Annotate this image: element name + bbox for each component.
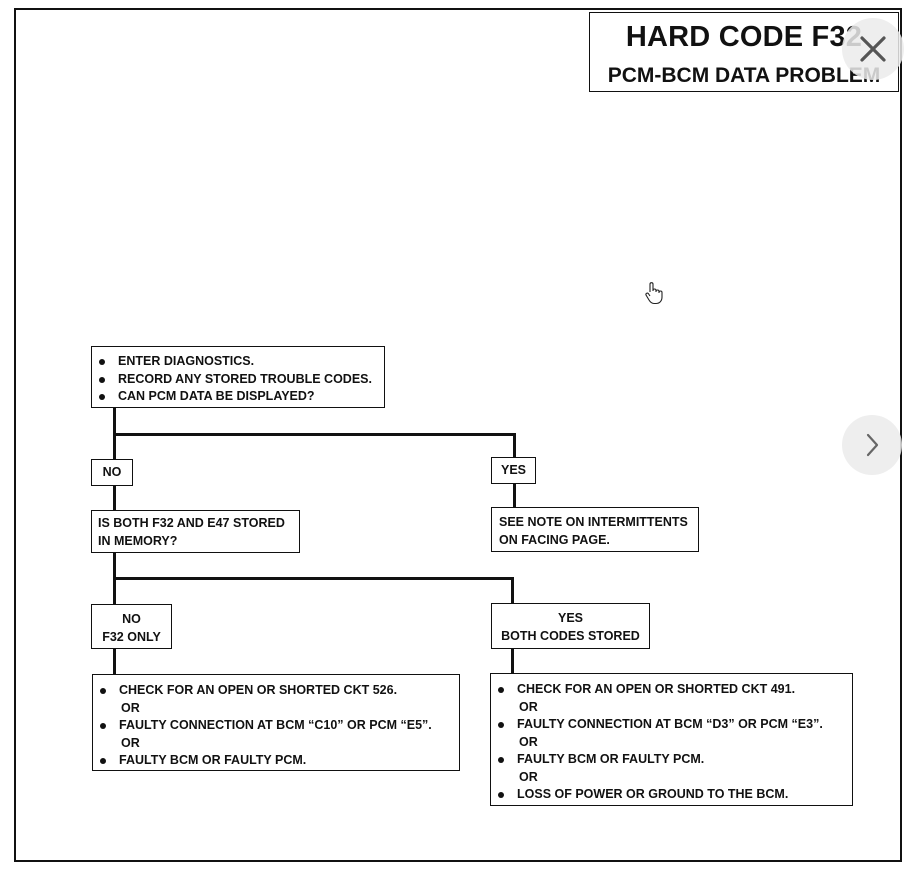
f32-only-actions-box: CHECK FOR AN OPEN OR SHORTED CKT 526. OR…	[92, 674, 460, 771]
note-line: ON FACING PAGE.	[499, 532, 610, 547]
question2-box: IS BOTH F32 AND E47 STORED IN MEMORY?	[91, 510, 300, 553]
page-subtitle: PCM-BCM DATA PROBLEM	[607, 64, 881, 87]
connector-branch2-no-down	[113, 577, 116, 605]
action-item: FAULTY BCM OR FAULTY PCM.	[93, 752, 459, 770]
or-label: OR	[519, 699, 538, 714]
both-codes-actions-box: CHECK FOR AN OPEN OR SHORTED CKT 491. OR…	[490, 673, 853, 806]
connector-branch1-no-down	[113, 433, 116, 459]
title-block: HARD CODE F32 PCM-BCM DATA PROBLEM	[589, 12, 899, 92]
branch1-yes-label: YES	[491, 457, 536, 484]
connector-f32-to-actions	[113, 648, 116, 675]
or-label: OR	[121, 700, 140, 715]
start-step: ENTER DIAGNOSTICS.	[92, 353, 384, 371]
action-item: LOSS OF POWER OR GROUND TO THE BCM.	[491, 786, 852, 804]
branch1-no-label: NO	[91, 459, 133, 486]
note-line: SEE NOTE ON INTERMITTENTS	[499, 515, 688, 529]
page-title: HARD CODE F32	[625, 21, 863, 53]
connector-branch1-yes-down	[513, 433, 516, 457]
or-label: OR	[121, 735, 140, 750]
branch2-no-label: NO F32 ONLY	[91, 604, 172, 649]
question2-line: IS BOTH F32 AND E47 STORED	[98, 516, 285, 530]
connector-question2-down	[113, 552, 116, 580]
close-icon	[860, 36, 886, 62]
start-step: CAN PCM DATA BE DISPLAYED?	[92, 388, 384, 406]
branch2-yes-label: YES BOTH CODES STORED	[491, 603, 650, 649]
start-box: ENTER DIAGNOSTICS. RECORD ANY STORED TRO…	[91, 346, 385, 408]
chevron-right-icon	[866, 433, 879, 457]
connector-branch2-horizontal	[113, 577, 514, 580]
connector-branch2-yes-down	[511, 577, 514, 604]
action-item: CHECK FOR AN OPEN OR SHORTED CKT 526.	[93, 682, 459, 700]
next-button[interactable]	[842, 415, 902, 475]
connector-yes-to-note	[513, 483, 516, 507]
hand-pointer-icon	[644, 281, 664, 310]
close-button[interactable]	[842, 18, 904, 80]
connector-start-down	[113, 408, 116, 436]
or-label: OR	[519, 769, 538, 784]
question2-line: IN MEMORY?	[98, 533, 178, 548]
start-step: RECORD ANY STORED TROUBLE CODES.	[92, 371, 384, 389]
connector-branch1-horizontal	[113, 433, 516, 436]
or-label: OR	[519, 734, 538, 749]
action-item: FAULTY BCM OR FAULTY PCM.	[491, 751, 852, 769]
intermittent-note-box: SEE NOTE ON INTERMITTENTS ON FACING PAGE…	[491, 507, 699, 552]
action-item: CHECK FOR AN OPEN OR SHORTED CKT 491.	[491, 681, 852, 699]
action-item: FAULTY CONNECTION AT BCM “D3” OR PCM “E3…	[491, 716, 852, 734]
action-item: FAULTY CONNECTION AT BCM “C10” OR PCM “E…	[93, 717, 459, 735]
connector-both-to-actions	[511, 648, 514, 674]
connector-no-to-question2	[113, 485, 116, 511]
